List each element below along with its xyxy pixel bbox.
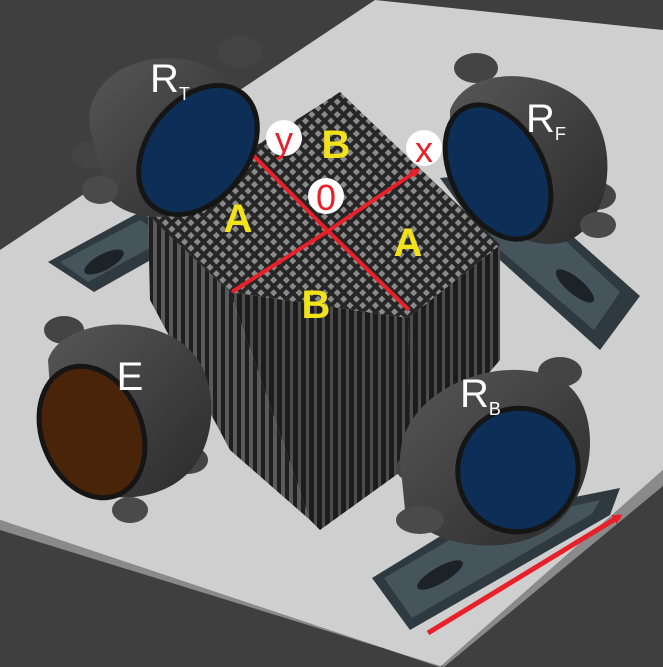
- label-region-a-left: A: [224, 197, 253, 241]
- label-region-b-top: B: [322, 123, 351, 167]
- heat-sink-front-face: [230, 292, 410, 530]
- receiver-back: [396, 357, 590, 546]
- axis-x-arrow: [326, 168, 421, 233]
- axis-line-diag-1: [230, 229, 330, 294]
- receiver-front: [442, 53, 616, 244]
- label-origin: 0: [316, 177, 336, 218]
- axis-x-badge: [406, 130, 442, 166]
- scan-direction-arrow: [426, 513, 623, 636]
- label-receiver-back: RB: [460, 372, 501, 419]
- heat-sink-left-face: [148, 215, 310, 520]
- lens-back: [455, 405, 581, 535]
- axis-y-arrow: [245, 147, 330, 233]
- lens-front: [442, 102, 554, 242]
- label-region-a-right: A: [394, 221, 423, 265]
- label-receiver-front: RF: [526, 97, 566, 144]
- axis-line-diag-2: [326, 229, 411, 312]
- axis-lines: [230, 147, 421, 312]
- axis-y-badge: [266, 120, 302, 156]
- transmitter-top: [72, 36, 262, 218]
- label-transmitter-top: RT: [150, 57, 190, 104]
- label-region-b-bottom: B: [302, 283, 331, 327]
- lens-top: [136, 82, 260, 218]
- emitter-unit: [36, 316, 212, 523]
- label-axis-x: x: [415, 129, 433, 170]
- label-emitter: E: [117, 355, 144, 399]
- origin-badge: [308, 178, 344, 214]
- lens-emitter: [36, 363, 148, 501]
- label-axis-y: y: [275, 119, 293, 160]
- floor-plate-edge: [0, 470, 663, 667]
